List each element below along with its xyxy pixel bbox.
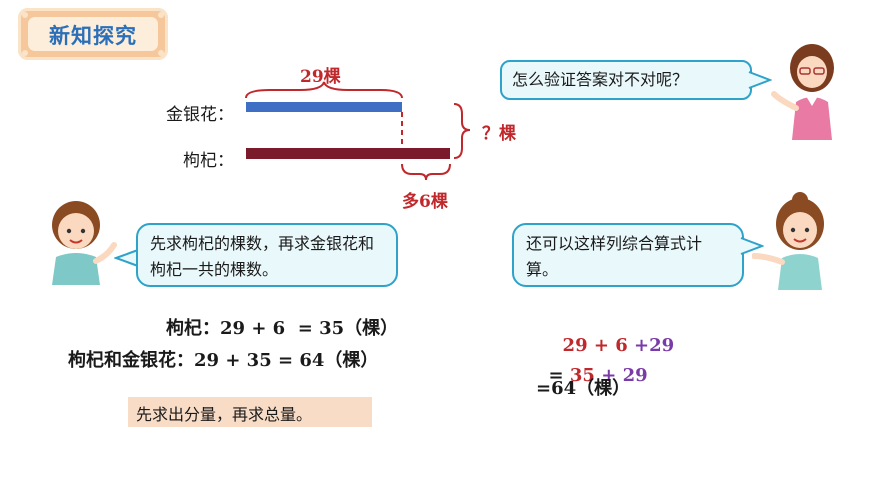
bubble-tail (748, 71, 772, 89)
combined-line-2-b: + 29 (594, 365, 648, 386)
calc-line-1-expr: 29 + 6 = 35（棵） (220, 318, 399, 339)
calc-line-2-expr: 29 + 35 = 64（棵） (194, 350, 379, 371)
boy-avatar (52, 201, 117, 285)
jinyinhua-bar (246, 102, 402, 112)
badge-dot (22, 12, 28, 18)
combined-line-3: =64（棵） (536, 378, 631, 399)
combined-line-1: 29 + 6 +29 (550, 314, 675, 356)
page-title: 新知探究 (49, 24, 137, 48)
bubble-tail (740, 237, 764, 255)
boy-bubble-text: 先求枸杞的棵数，再求金银花和枸杞一共的棵数。 (150, 234, 375, 279)
combined-line-1-a: 29 + 6 (562, 335, 635, 356)
gouqi-label: 枸杞： (183, 151, 234, 171)
combined-line-2-eq: = (548, 365, 570, 386)
bubble-tail (114, 249, 139, 267)
teacher-bubble-text: 怎么验证答案对不对呢？ (512, 70, 689, 89)
more-label: 多6棵 (402, 192, 448, 212)
teacher-bubble: 怎么验证答案对不对呢？ (500, 60, 752, 100)
combined-line-1-b: +29 (634, 335, 675, 356)
girl-bubble-text: 还可以这样列综合算式计算。 (526, 234, 703, 279)
strategy-note: 先求出分量，再求总量。 (128, 397, 372, 427)
calc-line-1: 枸杞：29 + 6 = 35（棵） (166, 314, 398, 340)
boy-bubble: 先求枸杞的棵数，再求金银花和枸杞一共的棵数。 (136, 223, 398, 287)
calc-line-1-label: 枸杞： (166, 318, 220, 339)
strategy-note-text: 先求出分量，再求总量。 (136, 405, 313, 424)
section-badge: 新知探究 (18, 8, 168, 60)
girl-bubble: 还可以这样列综合算式计算。 (512, 223, 744, 287)
calc-line-2-label: 枸杞和金银花： (68, 350, 194, 371)
top-brace (245, 81, 403, 99)
jinyinhua-label: 金银花： (166, 105, 234, 125)
badge-dot (158, 12, 164, 18)
right-brace (453, 103, 471, 159)
girl-avatar (752, 192, 824, 290)
badge-dot (158, 50, 164, 56)
teacher-avatar (771, 44, 834, 140)
badge-inner: 新知探究 (28, 17, 158, 51)
calc-line-2: 枸杞和金银花：29 + 35 = 64（棵） (68, 346, 378, 372)
top-count-label: 29棵 (300, 67, 341, 87)
segment-diagram (245, 81, 471, 181)
combined-line-2-a: 35 (569, 365, 595, 386)
combined-line-2: = 35 + 29 (536, 344, 648, 386)
badge-dot (22, 50, 28, 56)
gouqi-bar (246, 148, 450, 159)
question-label: ？棵 (482, 124, 516, 144)
bottom-brace (401, 163, 451, 181)
